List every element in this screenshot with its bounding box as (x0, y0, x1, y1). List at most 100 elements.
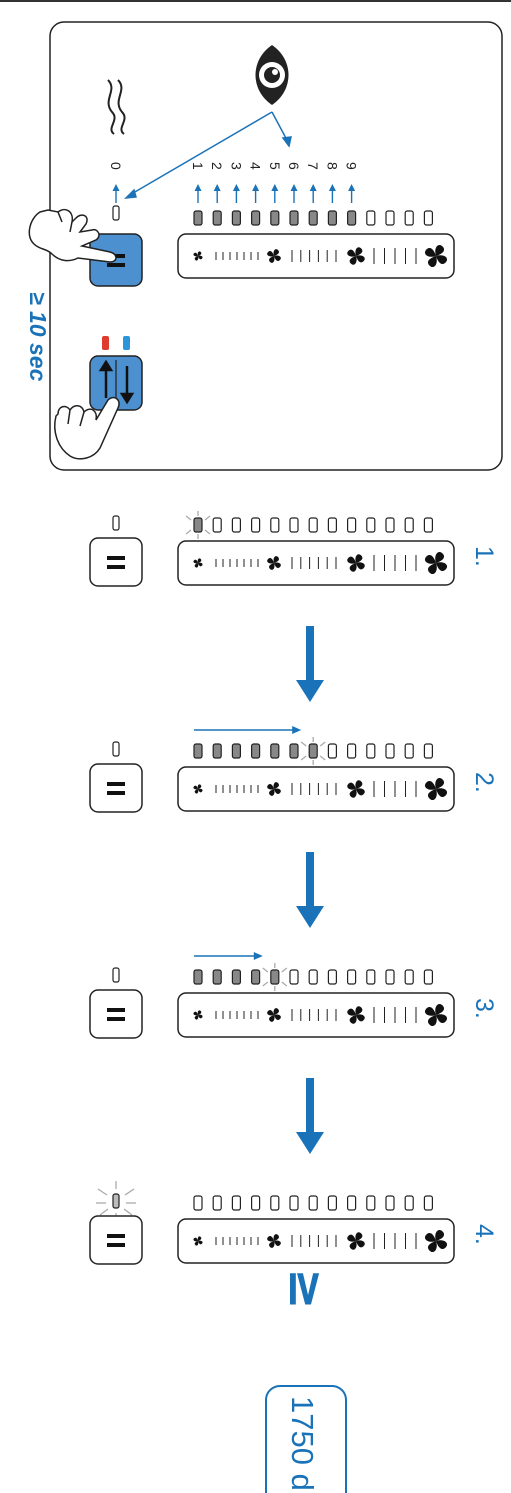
led-indicator (231, 1195, 241, 1211)
steps: 1.2.3.4. (89, 511, 498, 1265)
led-indicator (347, 517, 357, 533)
led-indicator (327, 210, 337, 226)
step-label: 3. (470, 998, 498, 1019)
led-indicator (289, 517, 299, 533)
led-indicator (308, 517, 318, 533)
eye-icon (255, 45, 289, 105)
level-number: 2 (209, 162, 225, 170)
led-indicator (270, 743, 280, 759)
down-arrow-icon (296, 852, 324, 928)
level-arrow-head (348, 184, 356, 191)
led-indicator (385, 517, 395, 533)
fan-icon (193, 1010, 203, 1020)
scale-frame (177, 233, 455, 279)
equals-button[interactable] (89, 763, 143, 813)
led-indicator (231, 743, 241, 759)
level-arrow-head (112, 184, 120, 191)
level-number: 7 (305, 162, 321, 170)
result-box (265, 1385, 347, 1493)
toggle-arrows-icon (98, 359, 135, 405)
scale-frame (177, 992, 455, 1038)
led-indicator (308, 1195, 318, 1211)
level-number: 0 (108, 162, 124, 170)
led-indicator (289, 210, 299, 226)
fan-icon (347, 780, 365, 798)
led-indicator (404, 210, 414, 226)
led-indicator (404, 969, 414, 985)
led-indicator (366, 969, 376, 985)
toggle-button[interactable] (89, 355, 143, 411)
level-arrow-head (213, 184, 221, 191)
scale-frame (177, 1218, 455, 1264)
level-arrow-head (328, 184, 336, 191)
led-indicator (385, 1195, 395, 1211)
blink-rays (96, 1181, 136, 1221)
led-indicator (308, 969, 318, 985)
button-led (112, 205, 120, 221)
led-indicator (404, 1195, 414, 1211)
fan-icon (347, 554, 365, 572)
led-indicator (308, 743, 318, 759)
led-indicator (289, 743, 299, 759)
down-arrow-icon (296, 626, 324, 702)
led-indicator (212, 517, 222, 533)
led-indicator (423, 517, 433, 533)
led-indicator (231, 210, 241, 226)
led-indicator (327, 1195, 337, 1211)
led-indicator (193, 969, 203, 985)
step-3: 3. (89, 952, 498, 1039)
fan-speed-scale-panel (177, 233, 455, 279)
eye-pointer-arrows (123, 111, 292, 199)
result-block: ≥ 1750 d (265, 1268, 347, 1493)
equals-button[interactable] (89, 989, 143, 1039)
fan-icon (424, 244, 448, 268)
led-indicator (212, 1195, 222, 1211)
fan-icon (347, 1232, 365, 1250)
led-indicator (347, 210, 357, 226)
led-indicator (327, 743, 337, 759)
result-value: 1750 d (285, 1396, 320, 1491)
wave-icon (107, 79, 126, 135)
button-led (112, 741, 120, 757)
led-indicator (423, 743, 433, 759)
led-indicator (231, 969, 241, 985)
equals-button[interactable] (89, 1215, 143, 1265)
led-indicator (289, 1195, 299, 1211)
led-indicator (404, 743, 414, 759)
led-indicator (212, 969, 222, 985)
led-indicator (366, 210, 376, 226)
fan-icon (267, 782, 281, 796)
greater-equal-symbol: ≥ (278, 1268, 336, 1310)
equals-button[interactable] (89, 537, 143, 587)
led-indicator (347, 969, 357, 985)
fan-icon (424, 551, 448, 575)
level-arrow-head (232, 184, 240, 191)
led-indicator (385, 210, 395, 226)
progress-arrow-head (292, 726, 302, 734)
level-arrows (112, 184, 356, 203)
led-indicator (251, 210, 261, 226)
led-indicator (251, 1195, 261, 1211)
step-label: 2. (470, 772, 498, 793)
led-indicator (193, 517, 203, 533)
led-indicator (347, 743, 357, 759)
led-indicator (251, 743, 261, 759)
fan-icon (193, 251, 203, 261)
red-indicator (102, 336, 109, 350)
led-indicator (193, 743, 203, 759)
blink-rays (300, 737, 326, 765)
led-indicator (404, 517, 414, 533)
led-indicator (270, 210, 280, 226)
down-arrow-icon (296, 1078, 324, 1154)
led-indicator (366, 1195, 376, 1211)
led-indicator (327, 517, 337, 533)
led-indicator (308, 210, 318, 226)
level-number: 6 (286, 162, 302, 170)
blink-rays (185, 511, 211, 539)
fan-icon (193, 784, 203, 794)
button-led (112, 1193, 120, 1209)
led-indicator (251, 517, 261, 533)
led-indicator (423, 210, 433, 226)
led-indicator (270, 1195, 280, 1211)
duration-label: ≥ 10 sec (25, 292, 51, 382)
